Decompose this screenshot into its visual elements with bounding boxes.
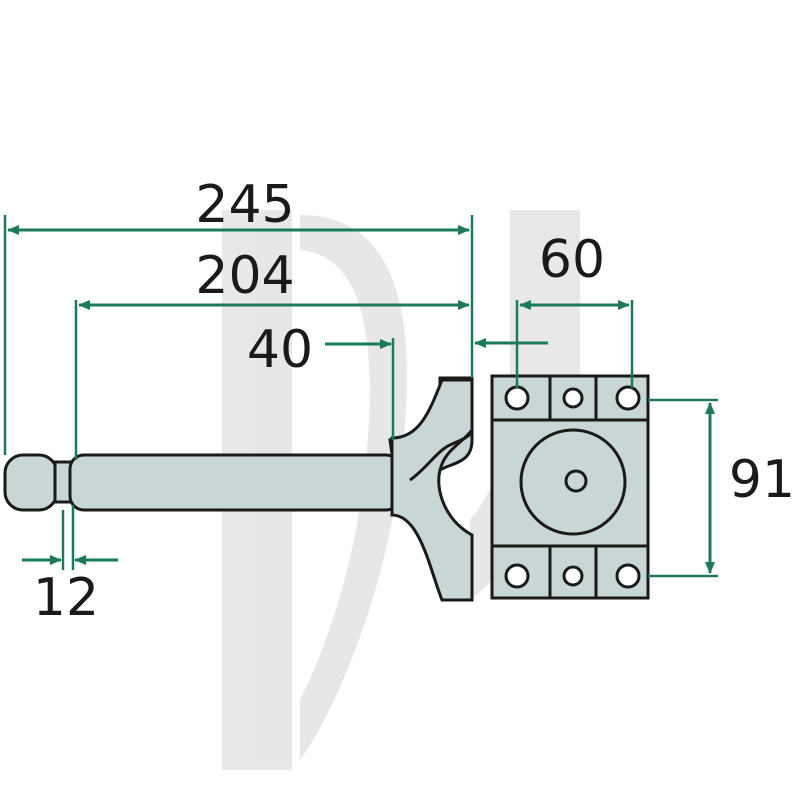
dim-bolt-spacing-horizontal: 60: [539, 230, 605, 290]
saddle-clamp: [388, 376, 474, 602]
hub-bore: [564, 469, 588, 493]
dim-overall-length: 245: [195, 175, 294, 235]
bolt-hole: [615, 563, 641, 589]
shaft-tip: [3, 453, 59, 512]
bolt-hole: [615, 385, 641, 411]
dim-mount-offset: 40: [247, 320, 313, 380]
bolt-hole: [504, 563, 530, 589]
extension-lines: [3, 215, 718, 578]
dim-shaft-length: 204: [195, 246, 294, 306]
dim-tip-length: 12: [33, 568, 99, 628]
flange-plate: [490, 374, 650, 600]
shaft-part: [3, 453, 402, 512]
bolt-hole: [562, 387, 584, 409]
dim-bolt-spacing-vertical: 91: [729, 450, 795, 510]
shaft-body: [68, 453, 402, 512]
bolt-hole: [562, 565, 584, 587]
dimension-arrows: [7, 225, 715, 574]
bolt-hole: [504, 385, 530, 411]
